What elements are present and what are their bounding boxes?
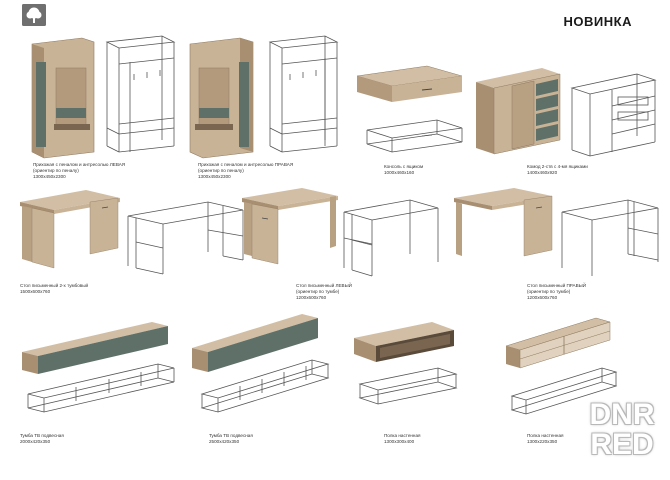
product-caption: Тумба ТВ подвесная 2500х420х350 xyxy=(209,433,253,445)
product-size: 2500х420х350 xyxy=(209,439,240,444)
desk-right-render xyxy=(454,188,659,276)
product-name: Прихожая с пеналом и антресолью ЛЕВАЯ xyxy=(33,162,126,167)
tv-unit-2000-render xyxy=(22,322,175,413)
desk-left-render xyxy=(242,188,439,277)
product-size: 1300х300х400 xyxy=(384,439,415,444)
watermark: DNR RED xyxy=(582,400,662,462)
product-caption: Консоль с ящиком 1000х460х160 xyxy=(384,164,423,176)
product-caption: Стол письменный ПРАВЫЙ (ориентир по тумб… xyxy=(527,283,586,301)
product-size: 1300х450х2300 xyxy=(33,174,66,179)
product-size: 1200х600х760 xyxy=(296,295,327,300)
product-name: Тумба ТВ подвесная xyxy=(209,433,253,438)
product-note: (ориентир по тумбе) xyxy=(296,289,340,294)
product-size: 1000х460х160 xyxy=(384,170,415,175)
product-caption: Тумба ТВ подвесная 2000х420х350 xyxy=(20,433,64,445)
product-size: 1500х600х760 xyxy=(20,289,51,294)
product-name: Полка настенная xyxy=(527,433,564,438)
wall-shelf-350-render xyxy=(505,317,618,415)
product-caption: Полка настенная 1300х300х400 xyxy=(384,433,421,445)
hallway-right-render xyxy=(189,35,339,159)
chest-render xyxy=(476,68,657,157)
brand-logo xyxy=(22,4,46,26)
product-size: 1400х460х920 xyxy=(527,170,558,175)
product-caption: Стол письменный ЛЕВЫЙ (ориентир по тумбе… xyxy=(296,283,352,301)
wall-shelf-400-render xyxy=(354,322,458,405)
product-caption: Комод 2-ств с 4-мя ящиками 1400х460х920 xyxy=(527,164,588,176)
product-name: Полка настенная xyxy=(384,433,421,438)
page-title: НОВИНКА xyxy=(563,14,632,29)
product-name: Стол письменный ПРАВЫЙ xyxy=(527,283,587,288)
product-caption: Полка настенная 1300х220х350 xyxy=(527,433,564,445)
product-name: Стол письменный 2-х тумбовый xyxy=(20,283,89,288)
watermark-line1: DNR xyxy=(589,398,655,431)
hallway-left-render xyxy=(31,35,176,159)
tv-unit-2500-render xyxy=(192,314,330,413)
product-name: Консоль с ящиком xyxy=(384,164,424,169)
watermark-line2: RED xyxy=(590,428,654,461)
desk-double-render xyxy=(20,190,244,275)
product-size: 2000х420х350 xyxy=(20,439,51,444)
product-note: (ориентир по пеналу) xyxy=(33,168,79,173)
product-note: (ориентир по пеналу) xyxy=(198,168,244,173)
product-note: (ориентир по тумбе) xyxy=(527,289,571,294)
product-caption: Прихожая с пеналом и антресолью ПРАВАЯ (… xyxy=(198,162,293,180)
product-caption: Стол письменный 2-х тумбовый 1500х600х76… xyxy=(20,283,88,295)
product-name: Стол письменный ЛЕВЫЙ xyxy=(296,283,352,288)
product-name: Тумба ТВ подвесная xyxy=(20,433,64,438)
product-name: Комод 2-ств с 4-мя ящиками xyxy=(527,164,588,169)
product-caption: Прихожая с пеналом и антресолью ЛЕВАЯ (о… xyxy=(33,162,125,180)
console-render xyxy=(356,65,463,153)
product-name: Прихожая с пеналом и антресолью ПРАВАЯ xyxy=(198,162,294,167)
product-size: 1300х220х350 xyxy=(527,439,558,444)
product-size: 1200х600х760 xyxy=(527,295,558,300)
product-size: 1300х450х2300 xyxy=(198,174,231,179)
